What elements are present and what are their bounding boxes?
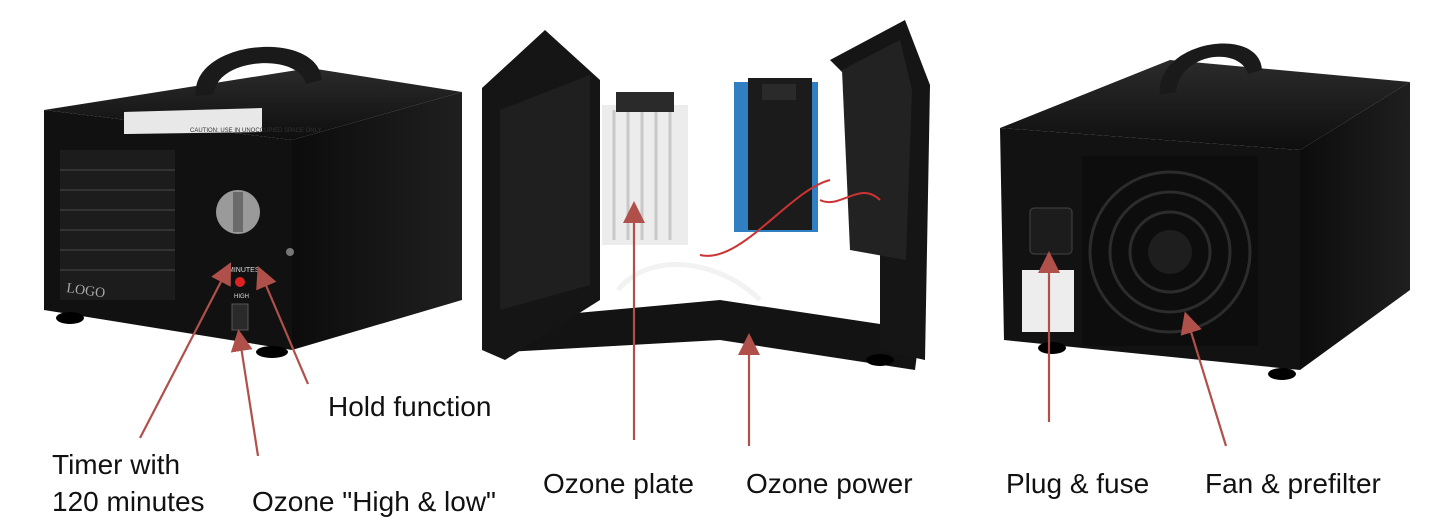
caution-text: CAUTION: USE IN UNOCCUPIED SPACE ONLY [190,128,321,134]
high-text: HIGH [234,294,249,300]
ozone-switch-arrow [230,329,260,457]
label-plug-fuse: Plug & fuse [1006,468,1150,499]
timer-arrow [139,262,232,439]
label-timer-line1: Timer with [52,449,181,480]
label-ozone-power: Ozone power [746,468,913,499]
logo-mark: LOGO [65,281,106,301]
annotation-arrows [139,201,1228,457]
hold-arrow [256,265,310,385]
label-ozone-plate: Ozone plate [543,468,694,499]
minutes-text: MINUTES [228,267,260,274]
label-timer-line2: 120 minutes [52,486,205,517]
ozone-generator-front-photo [44,46,462,358]
fan-arrow [1180,311,1228,447]
ozone-generator-back-photo [1000,43,1410,380]
label-fan-prefilter: Fan & prefilter [1205,468,1381,499]
label-hold-function: Hold function [328,391,492,422]
ozone-generator-open-photo [482,20,930,370]
label-ozone-high-low: Ozone "High & low" [252,486,496,517]
